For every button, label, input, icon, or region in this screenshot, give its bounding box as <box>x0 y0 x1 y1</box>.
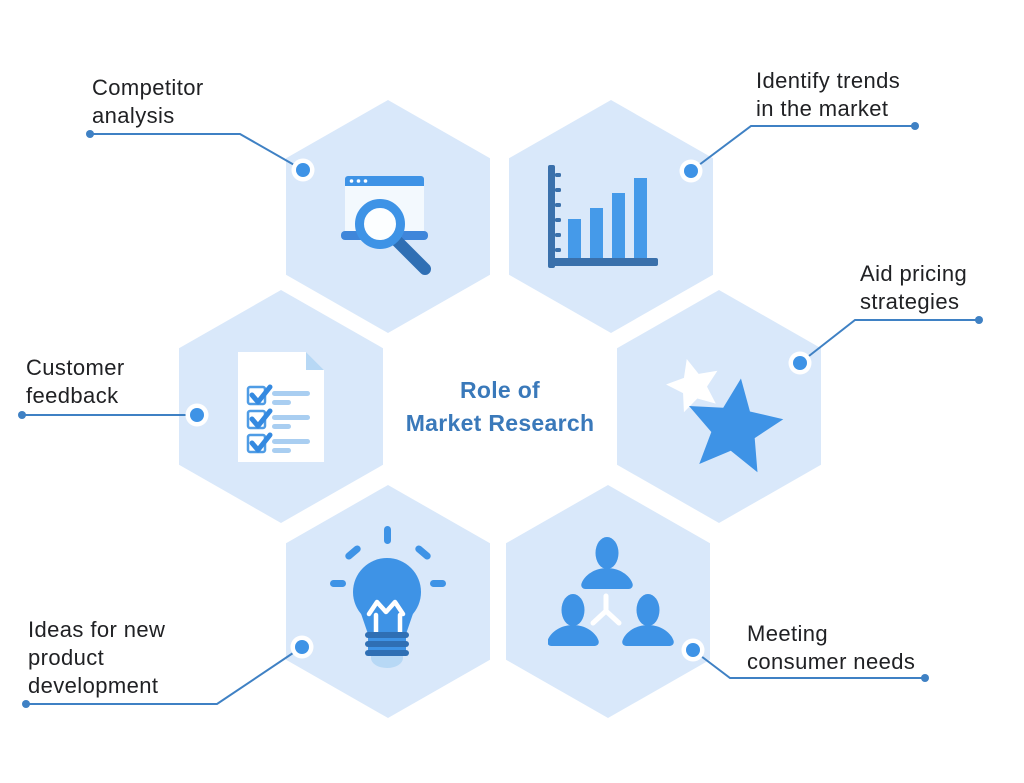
team-connector <box>590 593 622 626</box>
checklist-row <box>246 384 310 406</box>
checklist-row <box>246 408 310 430</box>
checklist-row <box>246 432 310 454</box>
magnifier-ring <box>355 199 405 249</box>
bulb-base-bands <box>365 632 409 656</box>
label-ideas-product-development: Ideas for new product development <box>28 617 166 698</box>
chart-axes <box>548 165 658 268</box>
connector-competitor-analysis <box>86 130 315 182</box>
hexagon-aid-pricing <box>617 290 821 523</box>
connector-customer-feedback <box>18 403 209 427</box>
connector-aid-pricing <box>788 316 983 375</box>
connector-identify-trends <box>679 122 919 183</box>
bar-chart-icon <box>548 165 658 268</box>
connector-meeting-consumer-needs <box>681 638 929 682</box>
document-fold <box>306 352 324 370</box>
title-line-1: Role of <box>459 377 541 403</box>
bulb-cap <box>371 655 403 668</box>
center-title: Role of Market Research <box>380 374 620 440</box>
checklist-icon <box>238 352 324 462</box>
label-aid-pricing: Aid pricing strategies <box>860 261 968 314</box>
title-line-2: Market Research <box>405 410 595 436</box>
label-meeting-consumer-needs: Meeting consumer needs <box>747 621 916 674</box>
label-customer-feedback: Customer feedback <box>26 355 125 408</box>
label-identify-trends: Identify trends in the market <box>756 68 901 121</box>
browser-search-icon <box>341 176 431 275</box>
bulb-rays <box>330 526 446 587</box>
big-blue-star <box>689 378 784 473</box>
magnifier-handle <box>388 232 431 275</box>
lightbulb-icon <box>330 526 446 668</box>
team-icon <box>548 537 674 646</box>
label-competitor-analysis: Competitor analysis <box>92 75 204 128</box>
small-white-star <box>666 358 718 413</box>
chart-bars <box>568 178 647 258</box>
star-icon <box>666 358 784 473</box>
bulb-filament <box>366 599 406 635</box>
browser-dots <box>349 179 368 183</box>
connector-ideas-product-development <box>22 635 314 708</box>
